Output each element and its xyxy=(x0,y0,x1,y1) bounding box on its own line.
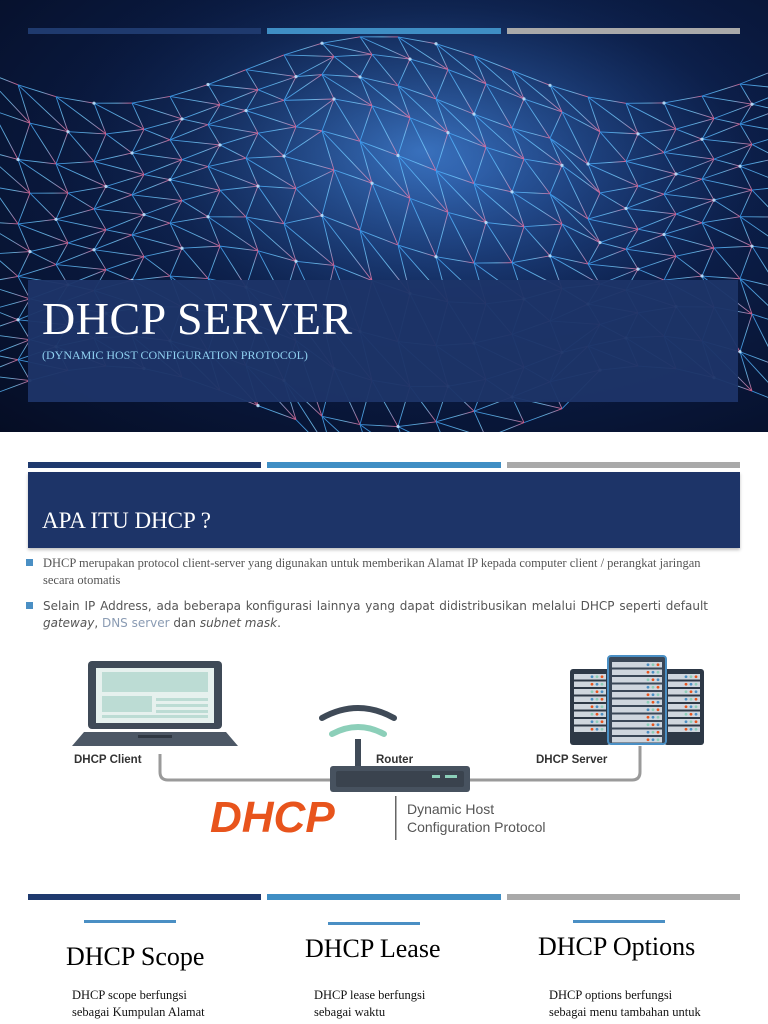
server-rack-icon xyxy=(570,655,704,745)
client-label: DHCP Client xyxy=(74,754,142,766)
slide-heading: APA ITU DHCP ? xyxy=(42,508,211,533)
dhcp-logo-text: DHCP xyxy=(210,793,335,842)
laptop-icon xyxy=(72,661,238,746)
bullet-text: Selain IP Address, ada beberapa konfigur… xyxy=(43,599,708,630)
what-is-dhcp-slide: APA ITU DHCP ? DHCP merupakan protocol c… xyxy=(0,444,768,876)
slide-subtitle: (DYNAMIC HOST CONFIGURATION PROTOCOL) xyxy=(42,348,308,362)
top-accent-bars xyxy=(28,28,740,34)
bullet-item: DHCP merupakan protocol client-server ya… xyxy=(26,555,708,589)
column-title: DHCP Scope xyxy=(66,942,205,971)
bullet-item: Selain IP Address, ada beberapa konfigur… xyxy=(26,598,708,632)
bullet-square-icon xyxy=(26,559,33,566)
top-accent-bars xyxy=(28,462,740,468)
title-slide: DHCP SERVER (DYNAMIC HOST CONFIGURATION … xyxy=(0,0,768,432)
server-label: DHCP Server xyxy=(536,754,608,766)
top-accent-bars xyxy=(28,894,740,900)
router-label: Router xyxy=(376,754,414,766)
column-title: DHCP Lease xyxy=(305,934,441,963)
accent-line xyxy=(84,920,176,923)
title-box: DHCP SERVER (DYNAMIC HOST CONFIGURATION … xyxy=(28,280,738,402)
dhcp-logo-line1: Dynamic Host xyxy=(407,801,494,817)
bullet-text: DHCP merupakan protocol client-server ya… xyxy=(43,556,701,587)
accent-line xyxy=(328,922,420,925)
accent-line xyxy=(573,920,665,923)
slide-title: DHCP SERVER xyxy=(42,293,353,344)
bullet-square-icon xyxy=(26,602,33,609)
column-title: DHCP Options xyxy=(538,932,696,961)
dhcp-network-diagram: DHCP Client Router DHCP Server DHCP Dyna… xyxy=(72,655,704,842)
heading-box: APA ITU DHCP ? xyxy=(28,472,740,548)
dhcp-logo-line2: Configuration Protocol xyxy=(407,819,546,835)
router-icon xyxy=(319,705,470,792)
bullet-list: DHCP merupakan protocol client-server ya… xyxy=(26,555,708,641)
